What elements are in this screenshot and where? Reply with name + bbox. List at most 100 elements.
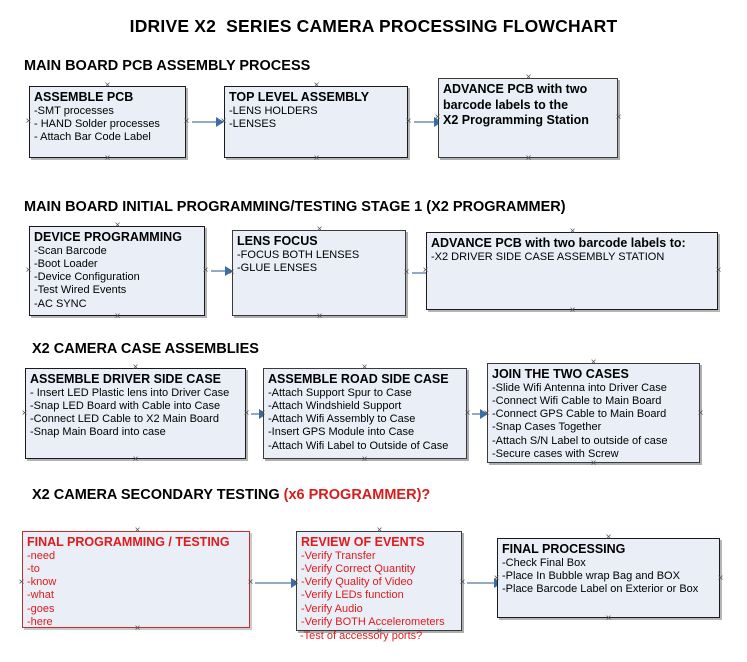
connection-handle-bottom[interactable] [375,627,384,636]
connection-handle-left[interactable] [24,266,33,275]
connection-handle-bottom[interactable] [524,154,533,163]
connection-handle-left[interactable] [219,117,228,126]
node-line: -Snap Cases Together [492,421,602,434]
connector-line [412,272,428,274]
connection-handle-bottom[interactable] [113,312,122,321]
node-title: LENS FOCUS [237,234,318,248]
node-line: -Attach S/N Label to outside of case [492,434,668,447]
connection-handle-left[interactable] [17,578,26,587]
node-line: -Snap LED Board with Cable into Case [30,399,221,412]
connection-handle-right[interactable] [242,409,251,418]
node-line: -Connect LED Cable to X2 Main Board [30,413,219,426]
node-line: - HAND Solder processes [34,117,160,130]
connection-handle-right[interactable] [614,113,623,122]
section-heading-x2-camera-case-assemblies: X2 CAMERA CASE ASSEMBLIES [32,341,259,357]
node-title: FINAL PROCESSING [502,542,626,556]
connection-handle-bottom[interactable] [568,306,577,315]
connection-handle-bottom[interactable] [589,459,598,468]
connection-handle-left[interactable] [24,117,33,126]
node-lens-focus[interactable]: LENS FOCUS -FOCUS BOTH LENSES -GLUE LENS… [232,230,406,316]
connection-handle-right[interactable] [201,266,210,275]
connection-handle-bottom[interactable] [360,455,369,464]
node-title: ASSEMBLE ROAD SIDE CASE [268,372,449,386]
connection-handle-top[interactable] [375,526,384,535]
connection-handle-left[interactable] [291,578,300,587]
connection-handle-bottom[interactable] [312,154,321,163]
node-line: -Snap Main Board into case [30,426,166,439]
connection-handle-bottom[interactable] [131,455,140,464]
node-line: -Verify Correct Quantity [301,562,416,575]
node-line: -Attach Wifi Assembly to Case [268,413,416,426]
section-heading-text: X2 CAMERA SECONDARY TESTING [32,487,284,503]
connection-handle-left[interactable] [20,409,29,418]
node-top-level-assembly[interactable]: TOP LEVEL ASSEMBLY -LENS HOLDERS -LENSES [224,86,408,158]
node-assemble-road-side-case[interactable]: ASSEMBLE ROAD SIDE CASE -Attach Support … [263,368,467,459]
connection-handle-top[interactable] [604,533,613,542]
node-line: ADVANCE PCB with two [443,82,588,96]
connection-handle-bottom[interactable] [103,154,112,163]
node-line: -Attach Wifi Label to Outside of Case [268,439,449,452]
node-advance-pcb-x2-programming-station[interactable]: ADVANCE PCB with two barcode labels to t… [438,78,618,158]
connection-handle-right[interactable] [458,578,467,587]
connection-handle-left[interactable] [421,266,430,275]
connection-handle-bottom[interactable] [133,624,142,633]
connection-handle-top[interactable] [524,73,533,82]
node-line: -Boot Loader [34,257,98,270]
connection-handle-right[interactable] [716,574,725,583]
node-advance-pcb-driver-side-case[interactable]: ADVANCE PCB with two barcode labels to: … [426,232,718,310]
connection-handle-top[interactable] [315,225,324,234]
connection-handle-left[interactable] [492,574,501,583]
node-line: -Attach Support Spur to Case [268,386,412,399]
node-assemble-pcb[interactable]: ASSEMBLE PCB -SMT processes - HAND Solde… [29,86,186,158]
node-line: -Connect GPS Cable to Main Board [492,408,667,421]
node-assemble-driver-side-case[interactable]: ASSEMBLE DRIVER SIDE CASE - Insert LED P… [25,368,246,459]
connection-handle-top[interactable] [589,358,598,367]
node-device-programming[interactable]: DEVICE PROGRAMMING -Scan Barcode -Boot L… [29,226,205,316]
page-title: IDRIVE X2 SERIES CAMERA PROCESSING FLOWC… [129,16,618,36]
connection-handle-right[interactable] [402,268,411,277]
node-line: -GLUE LENSES [237,261,318,274]
node-line: -Verify LEDs function [301,589,404,602]
connection-handle-bottom[interactable] [604,614,613,623]
connection-handle-right[interactable] [182,117,191,126]
connection-handle-right[interactable] [696,409,705,418]
connection-handle-top[interactable] [568,227,577,236]
node-final-processing[interactable]: FINAL PROCESSING -Check Final Box -Place… [497,538,720,618]
node-review-of-events[interactable]: REVIEW OF EVENTS -Verify Transfer -Verif… [296,531,462,631]
connection-handle-top[interactable] [360,363,369,372]
node-line: -Attach Windshield Support [268,399,402,412]
node-line: -Place In Bubble wrap Bag and BOX [502,569,680,582]
node-line: -Slide Wifi Antenna into Driver Case [492,381,667,394]
node-line: -LENS HOLDERS [229,104,318,117]
node-line: -Scan Barcode [34,244,107,257]
node-line: -know [27,576,57,589]
connection-handle-left[interactable] [227,268,236,277]
connection-handle-top[interactable] [131,363,140,372]
connection-handle-left[interactable] [482,409,491,418]
connection-handle-bottom[interactable] [315,312,324,321]
connection-handle-top[interactable] [133,526,142,535]
node-title: FINAL PROGRAMMING / TESTING [27,535,230,549]
connection-handle-right[interactable] [246,578,255,587]
connection-handle-top[interactable] [312,81,321,90]
connection-handle-right[interactable] [404,117,413,126]
connection-handle-right[interactable] [714,266,723,275]
node-line: -Test Wired Events [34,284,127,297]
node-line: -AC SYNC [34,297,87,310]
node-line: -Verify Audio [301,602,363,615]
connection-handle-right[interactable] [463,409,472,418]
node-title: ADVANCE PCB with two barcode labels to: [431,236,686,250]
connection-handle-left[interactable] [433,113,442,122]
section-heading-x2-camera-secondary-testing: X2 CAMERA SECONDARY TESTING (x6 PROGRAMM… [32,487,430,503]
connection-handle-top[interactable] [103,81,112,90]
node-join-the-two-cases[interactable]: JOIN THE TWO CASES -Slide Wifi Antenna i… [487,363,700,463]
connection-handle-left[interactable] [258,409,267,418]
connection-handle-top[interactable] [113,221,122,230]
connector-line [192,121,218,123]
connector-line [251,413,261,415]
node-final-programming-testing[interactable]: FINAL PROGRAMMING / TESTING -need -to -k… [22,531,250,628]
node-title: REVIEW OF EVENTS [301,535,425,549]
node-line: - Insert LED Plastic lens into Driver Ca… [30,386,230,399]
section-heading-text: MAIN BOARD PCB ASSEMBLY PROCESS [24,58,311,74]
node-overflow-line: -Test of accessory ports? [300,630,423,642]
